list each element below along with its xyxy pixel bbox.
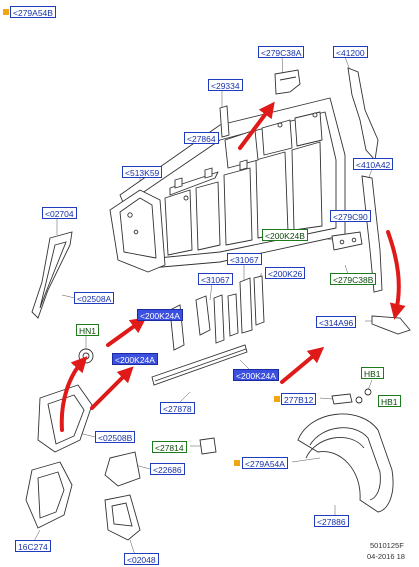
callout-02048[interactable]: <02048 <box>124 553 159 565</box>
callout-02508B[interactable]: <02508B <box>95 431 136 443</box>
bracket-279C38A <box>274 69 301 95</box>
wheelhouse-assembly <box>297 413 394 513</box>
callout-200K24A-left[interactable]: <200K24A <box>112 353 158 365</box>
callout-279C90[interactable]: <279C90 <box>330 210 371 222</box>
callout-02704[interactable]: <02704 <box>42 207 77 219</box>
callout-27886[interactable]: <27886 <box>314 515 349 527</box>
red-arrow-1 <box>238 101 275 150</box>
callout-41200[interactable]: <41200 <box>333 46 368 58</box>
strip-29334 <box>219 105 230 138</box>
marker-277B12 <box>274 396 280 402</box>
red-arrow-4 <box>90 366 134 410</box>
red-arrow-5 <box>280 346 325 384</box>
red-arrow-3 <box>106 317 147 347</box>
callout-02508A[interactable]: <02508A <box>74 292 115 304</box>
left-side-panel <box>109 189 166 273</box>
part-314A96 <box>371 315 411 335</box>
rail-410A42 <box>361 175 383 293</box>
callout-31067-b[interactable]: <31067 <box>198 273 233 285</box>
pillar-02704 <box>31 231 73 319</box>
callout-27814[interactable]: <27814 <box>152 441 187 453</box>
callout-279C38A[interactable]: <279C38A <box>258 46 305 58</box>
marker-top-left <box>3 9 9 15</box>
footer-code: 5010125F <box>370 541 404 550</box>
reinforcements-31067 <box>169 275 265 351</box>
red-arrows <box>59 101 406 432</box>
callout-200K24A-right[interactable]: <200K24A <box>233 369 279 381</box>
callout-27864[interactable]: <27864 <box>184 132 219 144</box>
callout-279C38B[interactable]: <279C38B <box>330 273 377 285</box>
callout-200K24A-top[interactable]: <200K24A <box>137 309 183 321</box>
pillar-41200 <box>347 67 379 162</box>
lower-left-assembly <box>25 384 93 529</box>
callout-27878[interactable]: <27878 <box>160 402 195 414</box>
callout-HN1[interactable]: HN1 <box>76 324 100 336</box>
callout-HB1-b[interactable]: HB1 <box>378 395 401 407</box>
callout-200K24B[interactable]: <200K24B <box>262 229 308 241</box>
callout-29334[interactable]: <29334 <box>208 79 243 91</box>
red-arrow-6 <box>59 356 88 432</box>
clips-HB1 <box>331 388 372 405</box>
callout-279A54B[interactable]: <279A54B <box>10 6 56 18</box>
callout-16C274[interactable]: 16C274 <box>15 540 51 552</box>
callout-HB1-a[interactable]: HB1 <box>361 367 384 379</box>
callout-200K26[interactable]: <200K26 <box>265 267 306 279</box>
callout-314A96[interactable]: <314A96 <box>316 316 357 328</box>
callout-277B12[interactable]: 277B12 <box>281 393 317 405</box>
bracket-27814 <box>199 437 217 455</box>
callout-22686[interactable]: <22686 <box>150 463 185 475</box>
bracket-279C90 <box>331 231 363 251</box>
callout-513K59[interactable]: <513K59 <box>122 166 163 178</box>
callout-279A54A[interactable]: <279A54A <box>242 457 288 469</box>
callout-31067-a[interactable]: <31067 <box>227 253 262 265</box>
red-arrow-2 <box>386 230 406 320</box>
footer-date: 04-2016 18 <box>367 552 405 561</box>
callout-410A42[interactable]: <410A42 <box>353 158 394 170</box>
lower-brackets <box>104 451 141 541</box>
rail-27878 <box>151 344 248 386</box>
marker-279A54A <box>234 460 240 466</box>
